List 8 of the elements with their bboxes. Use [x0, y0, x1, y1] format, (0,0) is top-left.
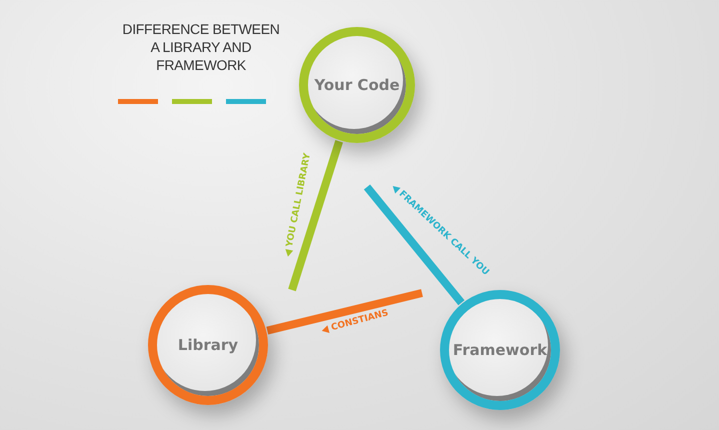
- node-label: Library: [178, 336, 238, 354]
- node-label: Framework: [452, 341, 548, 359]
- connector-line: [266, 289, 423, 334]
- connector-line: [364, 184, 465, 306]
- node-label: Your Code: [314, 76, 400, 94]
- edge-label: YOU CALL LIBRARY: [284, 152, 313, 248]
- title: DIFFERENCE BETWEEN A LIBRARY AND FRAMEWORK: [121, 20, 281, 74]
- connector-line: [288, 140, 343, 292]
